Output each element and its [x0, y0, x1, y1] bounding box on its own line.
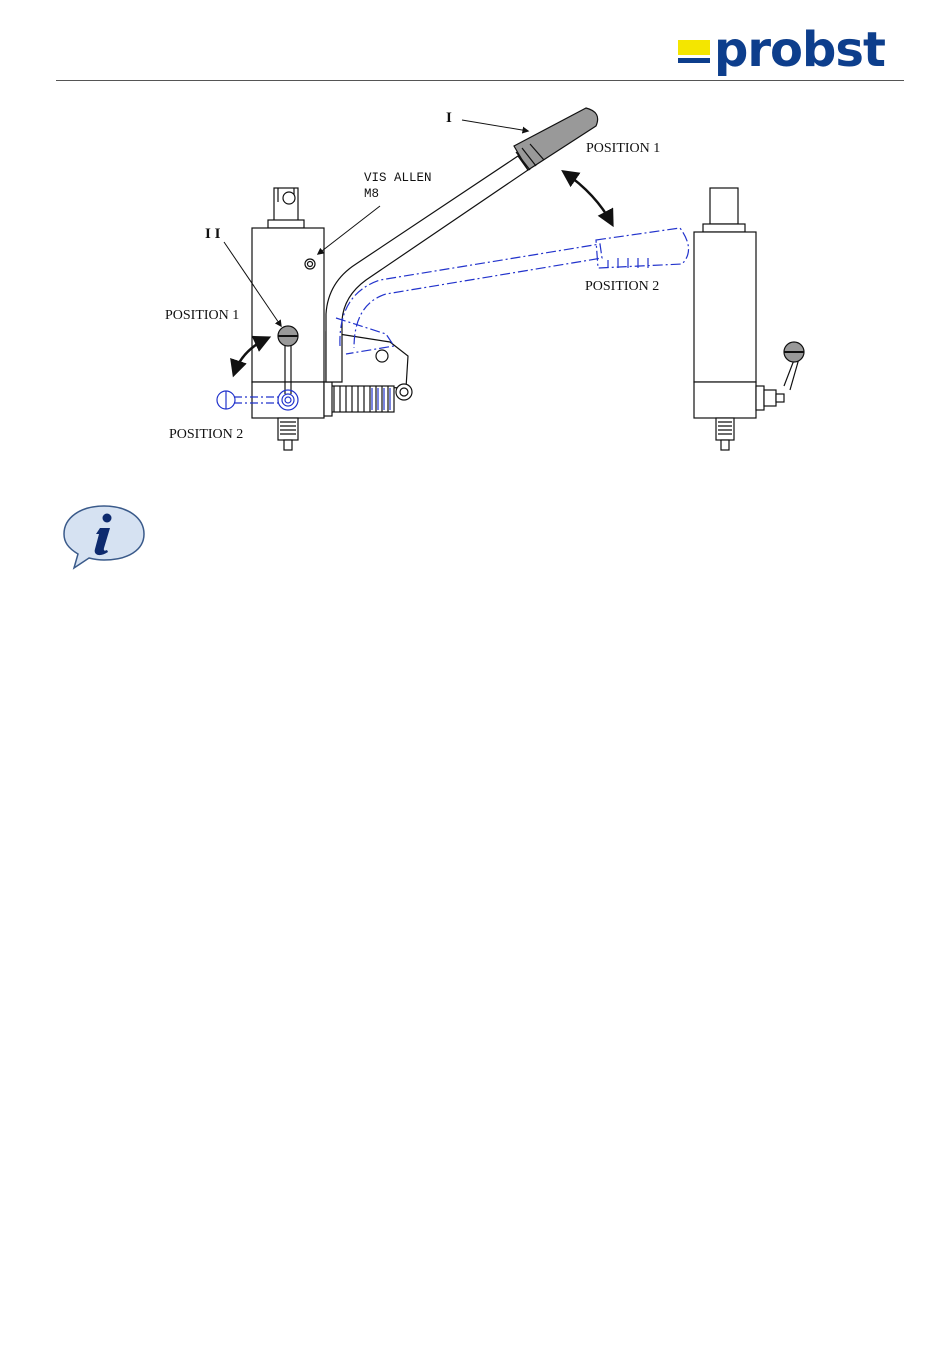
screw-label-line2: M8 [364, 186, 379, 202]
right-side-view [694, 188, 804, 450]
info-speech-bubble-icon [60, 502, 148, 572]
valve-position2-label: POSITION 2 [169, 427, 243, 443]
handle-position2-label: POSITION 2 [585, 279, 659, 295]
probst-logo: probst [676, 26, 901, 78]
header-divider [56, 80, 904, 81]
logo-mark [678, 40, 710, 64]
handle-position1-label: POSITION 1 [586, 141, 660, 157]
drawing-svg [150, 98, 850, 468]
label-ii: I I [205, 226, 220, 243]
screw-label-line1: VIS ALLEN [364, 170, 432, 186]
logo-wordmark: probst [714, 20, 885, 80]
valve-position1-label: POSITION 1 [165, 308, 239, 324]
label-i: I [446, 110, 452, 127]
technical-drawing: I I I VIS ALLEN M8 POSITION 1 POSITION 2… [150, 98, 850, 468]
left-cylinder [252, 188, 324, 450]
